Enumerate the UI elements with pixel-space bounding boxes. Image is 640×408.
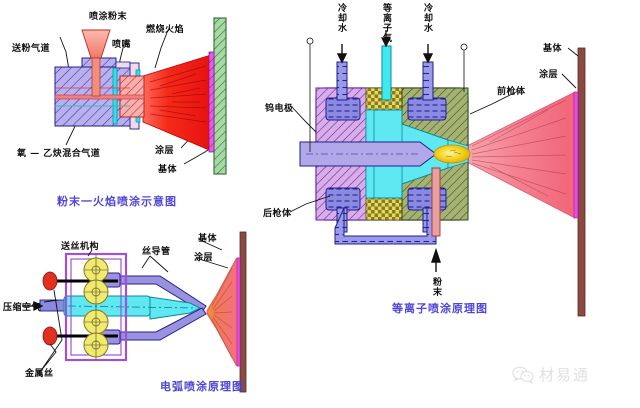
wechat-icon	[512, 366, 534, 384]
label-metal-wire: 金属丝	[25, 369, 54, 379]
flame-substrate	[208, 17, 227, 175]
arc-leader-lines	[39, 239, 229, 373]
label-arc-substrate: 基体	[198, 234, 218, 244]
tungsten-electrode-shape	[299, 141, 437, 167]
wechat-account-watermark: 材易通	[512, 364, 590, 385]
coolant-piping	[334, 61, 437, 245]
plasma-spray-artwork	[289, 30, 586, 317]
plasma-leader-lines	[289, 47, 579, 213]
label-rear-gun-body: 后枪体	[263, 209, 292, 219]
watermark-text: 材易通	[539, 366, 591, 384]
label-spray-powder: 喷涂粉末	[89, 12, 128, 22]
powder-feed-tube	[431, 167, 441, 237]
plasma-cone	[462, 91, 576, 219]
air-arrow	[22, 300, 44, 312]
flame-gun-body	[54, 29, 145, 130]
label-tungsten-electrode: 钨电极	[265, 104, 294, 114]
arc-spray-artwork	[22, 231, 247, 393]
compressed-air-nozzle	[39, 295, 202, 320]
label-oxy-acetylene-channel: 氧 — 乙炔混合气道	[17, 149, 101, 159]
label-plasma-gas: 等离子气	[381, 3, 391, 43]
label-front-gun-body: 前枪体	[497, 87, 526, 97]
arc-substrate	[236, 231, 247, 393]
label-cooling-water-left: 冷却水	[336, 3, 346, 33]
arc-spray-title: 电弧喷涂原理图	[160, 380, 244, 393]
arc-cone	[206, 256, 240, 368]
label-powder-feed-channel: 送粉气道	[12, 44, 51, 54]
flame-spray-title: 粉末一火焰喷涂示意图	[57, 195, 177, 208]
flame-cone	[142, 53, 215, 153]
wire-cap-bottom	[42, 326, 58, 346]
plasma-substrate	[573, 47, 586, 317]
label-powder: 粉末	[431, 277, 441, 297]
label-wire-feed-mechanism: 送丝机构	[61, 242, 100, 252]
label-combustion-flame: 燃烧火焰	[146, 25, 185, 35]
label-nozzle: 喷嘴	[112, 40, 132, 50]
label-flame-substrate: 基体	[158, 165, 178, 175]
label-wire-guide-tube: 丝导管	[142, 247, 171, 257]
wire-cap-top	[42, 271, 58, 291]
label-plasma-substrate: 基体	[543, 44, 563, 54]
feed-rollers	[83, 254, 109, 360]
flame-spray-artwork	[54, 17, 227, 175]
label-cooling-water-right: 冷却水	[422, 3, 432, 33]
plasma-gas-inlet	[381, 45, 392, 101]
label-arc-coating: 涂层	[194, 253, 214, 263]
plasma-flow-arrows	[336, 30, 441, 272]
label-compressed-air: 压缩空气	[3, 303, 42, 313]
label-flame-coating: 涂层	[155, 146, 175, 156]
plasma-spray-title: 等离子喷涂原理图	[392, 302, 488, 315]
label-plasma-coating: 涂层	[539, 70, 559, 80]
